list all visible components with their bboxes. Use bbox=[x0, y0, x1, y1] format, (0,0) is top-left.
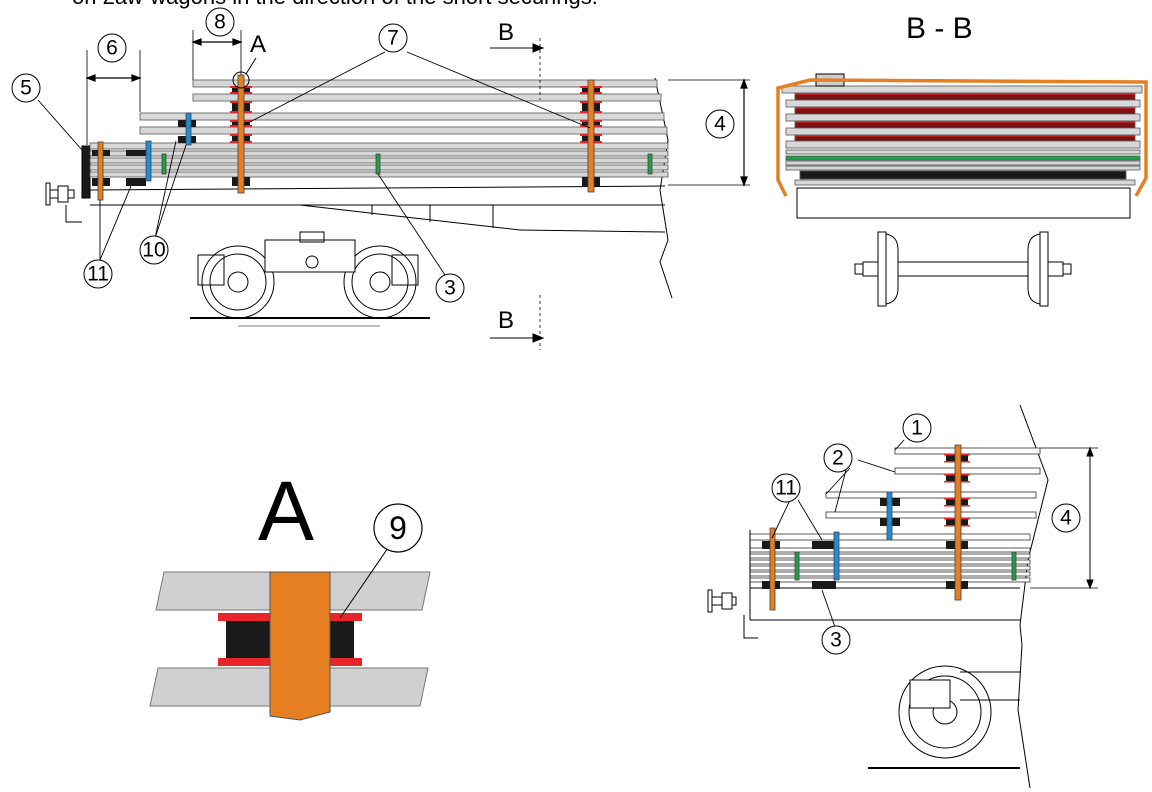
rail bbox=[139, 126, 668, 135]
detail-strap-orange bbox=[269, 571, 331, 721]
bb-wheelset bbox=[854, 231, 1072, 307]
section-label-a-top: A bbox=[250, 31, 266, 58]
strap-green bbox=[161, 153, 167, 175]
strap-orange bbox=[237, 74, 245, 194]
bb-red-edges bbox=[795, 93, 1135, 137]
callout-3-main: 3 bbox=[444, 277, 456, 300]
lr-straps bbox=[769, 444, 1017, 611]
strap-blue bbox=[145, 140, 152, 182]
callout-1: 1 bbox=[911, 417, 923, 440]
callout-10: 10 bbox=[142, 239, 165, 262]
detail-a-view: A 9 bbox=[149, 464, 431, 721]
detail-a-marker bbox=[232, 71, 250, 89]
bb-wagon-floor bbox=[796, 187, 1131, 219]
callout-5: 5 bbox=[20, 77, 32, 100]
lr-dim-4 bbox=[1030, 446, 1098, 590]
main-side-view: B B A 6 8 7 5 bbox=[11, 7, 750, 350]
bb-strap-orange bbox=[776, 78, 1148, 197]
callout-7: 7 bbox=[387, 27, 399, 50]
lr-frame bbox=[707, 530, 1020, 639]
strap-blue bbox=[185, 112, 192, 146]
rail bbox=[192, 93, 662, 102]
straps bbox=[97, 74, 653, 201]
buffer bbox=[45, 182, 82, 223]
caption-text: on 2aw-wagons in the direction of the sh… bbox=[72, 0, 598, 9]
callout-8: 8 bbox=[214, 11, 226, 34]
callout-9-circle bbox=[373, 503, 423, 553]
callout-9: 9 bbox=[389, 510, 407, 546]
section-bb-title: B - B bbox=[906, 12, 973, 45]
detail-a-title: A bbox=[258, 464, 314, 558]
lower-right-view: 1 2 11 4 3 bbox=[707, 404, 1098, 789]
section-label-b-top: B bbox=[498, 19, 514, 46]
section-markers bbox=[490, 38, 545, 350]
bb-rail-layers bbox=[781, 85, 1143, 186]
callout-4-lower: 4 bbox=[1060, 507, 1072, 530]
rail bbox=[139, 112, 665, 121]
wagon-frame bbox=[81, 77, 673, 299]
strap-green bbox=[647, 153, 653, 175]
callout-6: 6 bbox=[106, 37, 118, 60]
dimension-lines bbox=[85, 30, 750, 187]
bogie bbox=[190, 231, 430, 327]
section-label-b-bottom: B bbox=[498, 307, 514, 334]
callout-11-main: 11 bbox=[87, 263, 109, 286]
callout-3-lower: 3 bbox=[830, 629, 842, 652]
callout-11-lower: 11 bbox=[775, 477, 797, 500]
leader-lines bbox=[37, 51, 591, 276]
rail bbox=[192, 79, 658, 88]
callout-4-main: 4 bbox=[714, 113, 726, 136]
callout-2: 2 bbox=[832, 447, 844, 470]
callouts-main bbox=[11, 7, 735, 303]
rail bbox=[89, 142, 669, 150]
callouts-lower bbox=[771, 413, 1081, 655]
strap-green bbox=[375, 153, 381, 175]
lr-bogie bbox=[868, 665, 1020, 769]
strap-orange bbox=[97, 141, 104, 201]
strap-orange bbox=[587, 79, 595, 193]
lr-rails bbox=[749, 447, 1041, 583]
section-bb-view: B - B bbox=[776, 12, 1148, 307]
lr-leaders bbox=[771, 439, 905, 631]
wagon-end-wall bbox=[81, 145, 91, 199]
